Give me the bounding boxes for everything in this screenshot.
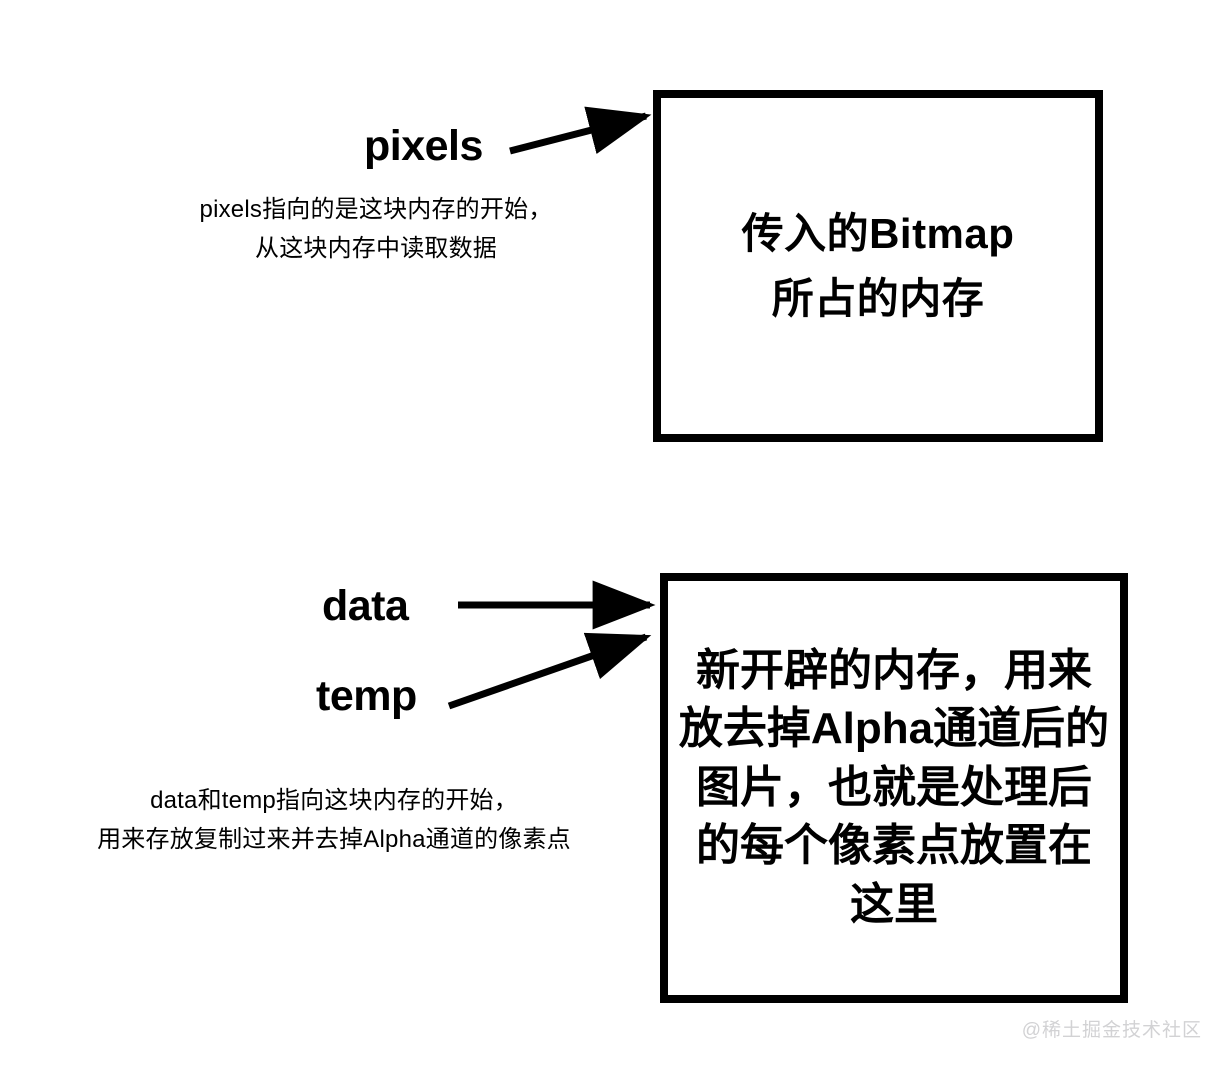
memory-box-new-memory: 新开辟的内存，用来 放去掉Alpha通道后的 图片，也就是处理后 的每个像素点放…: [660, 573, 1128, 1003]
caption-data-temp: data和temp指向这块内存的开始， 用来存放复制过来并去掉Alpha通道的像…: [97, 787, 571, 853]
arrow-pixels-to-bitmap-box: [509, 106, 652, 155]
pointer-label-pixels: pixels: [364, 122, 483, 170]
memory-box-new-memory-label: 新开辟的内存，用来 放去掉Alpha通道后的 图片，也就是处理后 的每个像素点放…: [678, 645, 1110, 929]
pointer-label-data: data: [322, 582, 409, 630]
caption-pixels: pixels指向的是这块内存的开始， 从这块内存中读取数据: [199, 196, 553, 262]
watermark: @稀土掘金技术社区: [1021, 1020, 1202, 1041]
pointer-label-temp: temp: [316, 672, 417, 720]
memory-box-bitmap-label: 传入的Bitmap 所占的内存: [741, 209, 1015, 322]
arrow-temp-to-new-memory-box: [447, 632, 652, 710]
memory-box-bitmap: 传入的Bitmap 所占的内存: [653, 90, 1103, 442]
